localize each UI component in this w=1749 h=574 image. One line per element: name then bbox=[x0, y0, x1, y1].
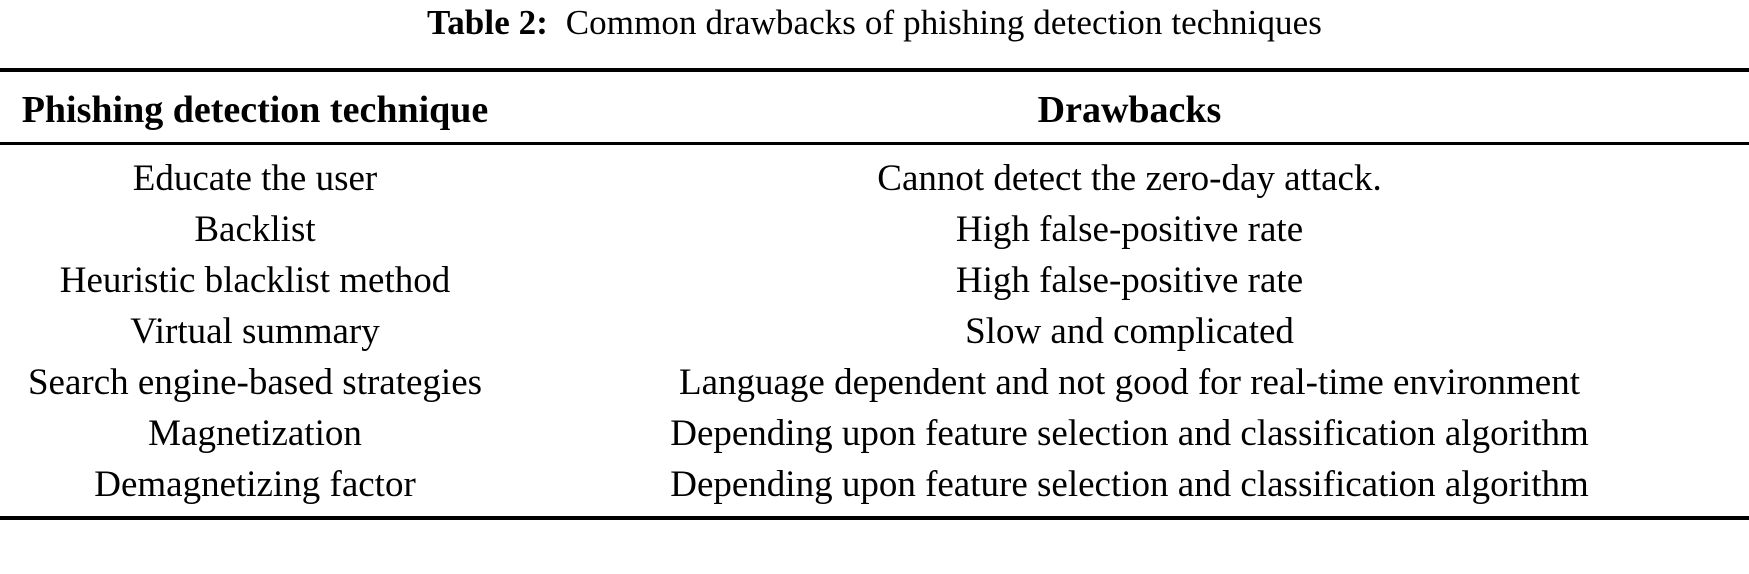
table-row: Magnetization Depending upon feature sel… bbox=[0, 408, 1749, 459]
table-row: Virtual summary Slow and complicated bbox=[0, 306, 1749, 357]
cell-drawback: High false-positive rate bbox=[955, 208, 1304, 250]
table-caption-description: Common drawbacks of phishing detection t… bbox=[565, 3, 1323, 42]
table-header: Phishing detection technique Drawbacks bbox=[0, 72, 1749, 142]
table-header-rule bbox=[0, 142, 1749, 145]
table-row: Backlist High false-positive rate bbox=[0, 204, 1749, 255]
table-row: Demagnetizing factor Depending upon feat… bbox=[0, 459, 1749, 516]
table-caption-label: Table 2: bbox=[426, 3, 549, 42]
table-top-rule bbox=[0, 68, 1749, 72]
cell-technique: Heuristic blacklist method bbox=[59, 259, 451, 301]
cell-drawback: Depending upon feature selection and cla… bbox=[670, 412, 1589, 454]
cell-technique: Educate the user bbox=[132, 157, 378, 199]
column-header-drawbacks: Drawbacks bbox=[1037, 89, 1222, 131]
cell-drawback: High false-positive rate bbox=[955, 259, 1304, 301]
table-bottom-rule bbox=[0, 516, 1749, 520]
cell-drawback: Cannot detect the zero-day attack. bbox=[877, 157, 1382, 199]
cell-technique: Search engine-based strategies bbox=[27, 361, 483, 403]
table-row: Educate the user Cannot detect the zero-… bbox=[0, 145, 1749, 204]
cell-technique: Backlist bbox=[194, 208, 316, 250]
table-row: Heuristic blacklist method High false-po… bbox=[0, 255, 1749, 306]
cell-drawback: Slow and complicated bbox=[965, 310, 1294, 352]
table-body: Educate the user Cannot detect the zero-… bbox=[0, 145, 1749, 516]
table-caption: Table 2: Common drawbacks of phishing de… bbox=[0, 0, 1749, 44]
table-caption-text: Common drawbacks of phishing detection t… bbox=[548, 3, 1322, 42]
cell-drawback: Depending upon feature selection and cla… bbox=[670, 463, 1589, 505]
cell-technique: Virtual summary bbox=[130, 310, 380, 352]
table-row: Search engine-based strategies Language … bbox=[0, 357, 1749, 408]
column-header-technique: Phishing detection technique bbox=[21, 89, 489, 131]
table-header-row: Phishing detection technique Drawbacks bbox=[0, 72, 1749, 142]
cell-drawback: Language dependent and not good for real… bbox=[678, 361, 1581, 403]
cell-technique: Demagnetizing factor bbox=[94, 463, 416, 505]
drawbacks-table-body: Educate the user Cannot detect the zero-… bbox=[0, 145, 1749, 516]
cell-technique: Magnetization bbox=[148, 412, 362, 454]
drawbacks-table: Phishing detection technique Drawbacks bbox=[0, 72, 1749, 142]
